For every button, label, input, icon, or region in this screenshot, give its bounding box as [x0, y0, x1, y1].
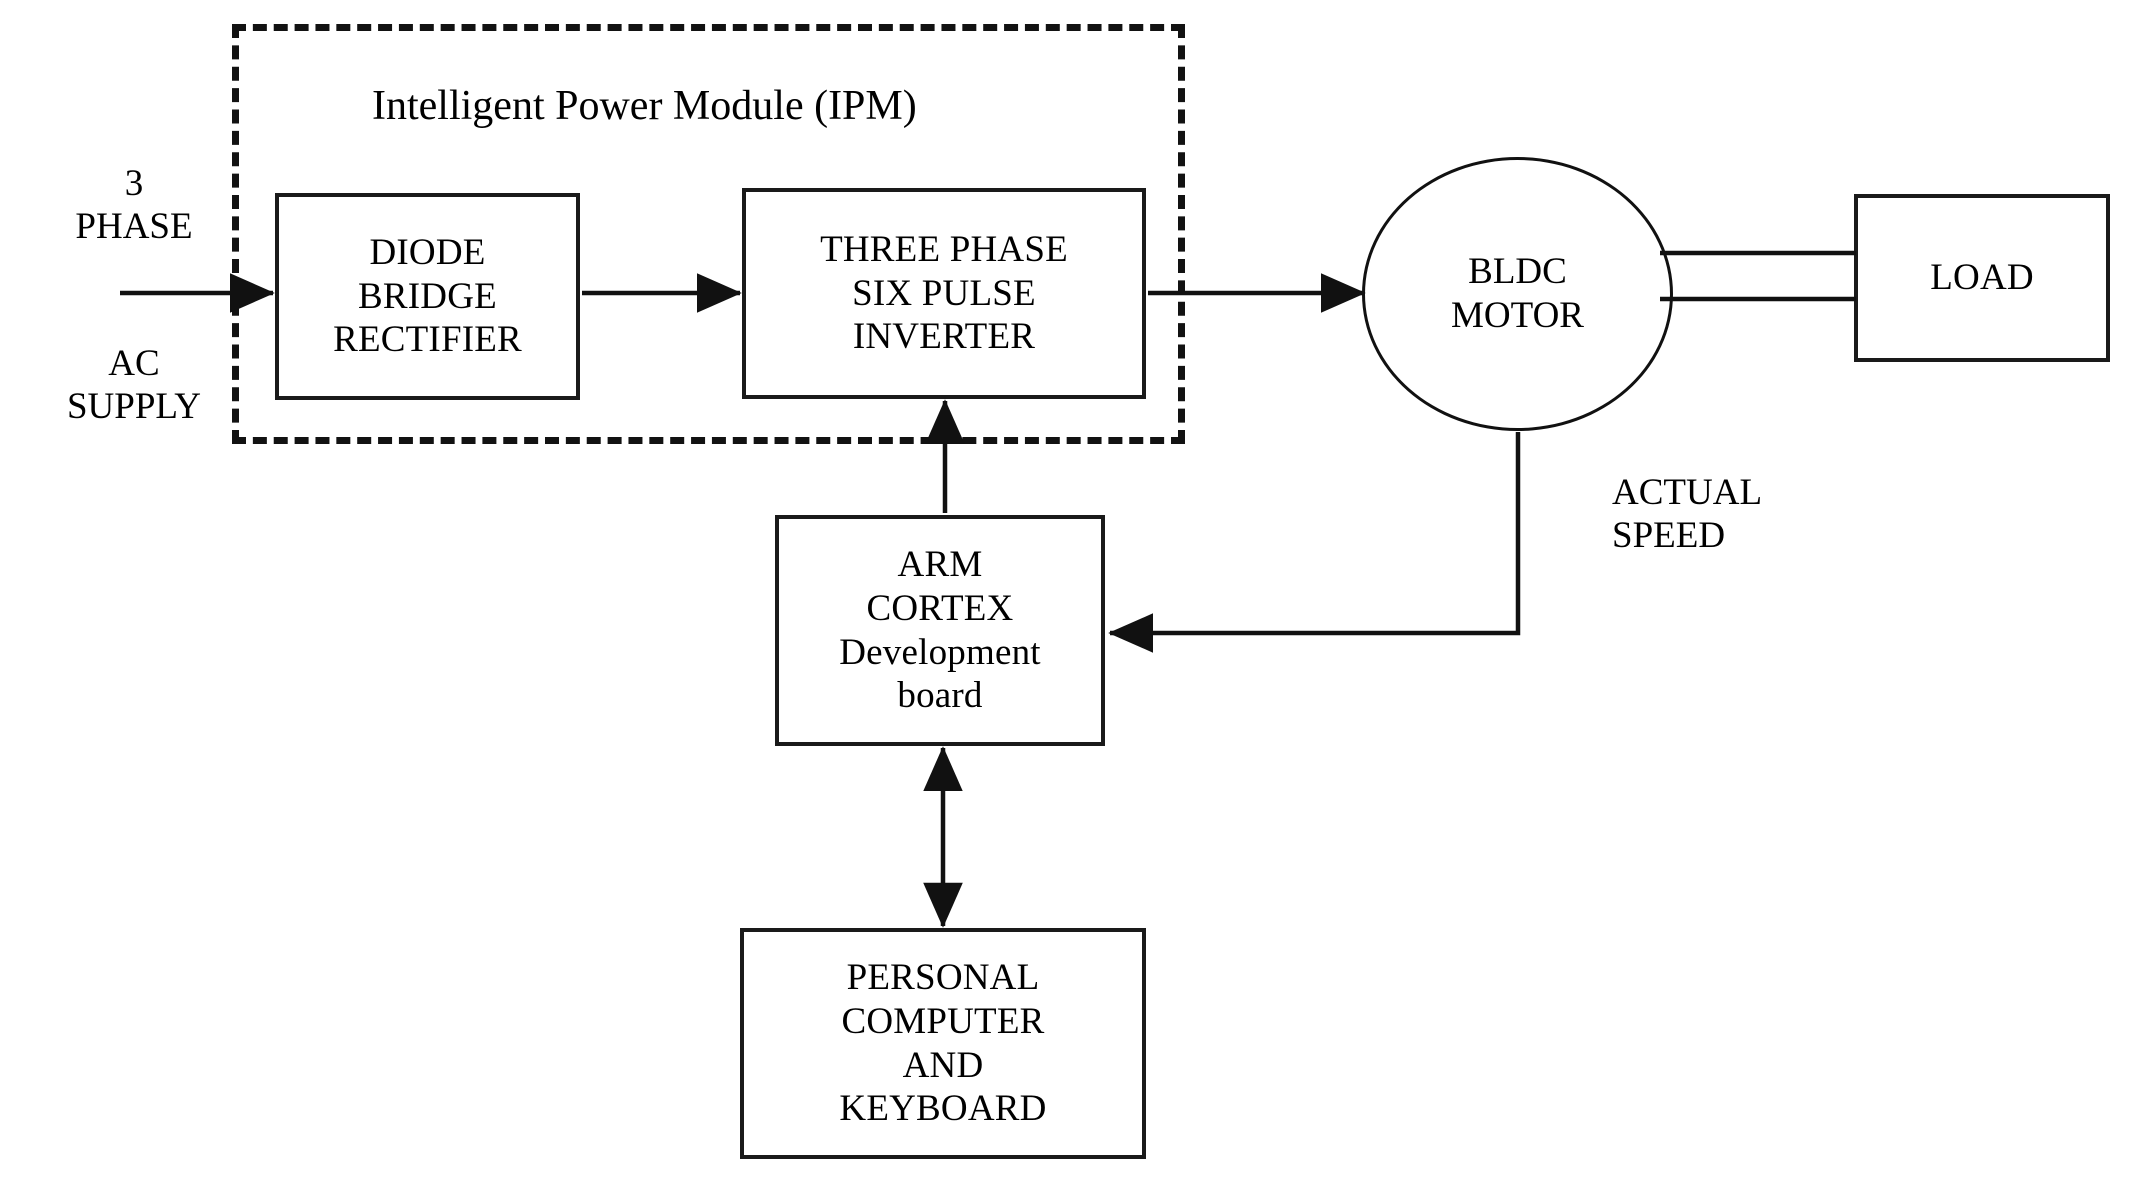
block-personal-computer-and-keyboard[interactable]: PERSONAL COMPUTER AND KEYBOARD: [740, 928, 1146, 1159]
actual-speed-label: ACTUAL SPEED: [1612, 472, 1763, 556]
block-bldc-motor[interactable]: BLDC MOTOR: [1362, 157, 1673, 431]
ipm-title-label: Intelligent Power Module (IPM): [372, 83, 917, 129]
supply-label-top: 3 PHASE: [75, 163, 193, 247]
block-three-phase-six-pulse-inverter[interactable]: THREE PHASE SIX PULSE INVERTER: [742, 188, 1146, 399]
block-load[interactable]: LOAD: [1854, 194, 2110, 362]
block-diode-bridge-rectifier[interactable]: DIODE BRIDGE RECTIFIER: [275, 193, 580, 400]
block-arm-cortex-development-board[interactable]: ARM CORTEX Development board: [775, 515, 1105, 746]
supply-label-bottom: AC SUPPLY: [66, 343, 202, 427]
ipm-boundary: [232, 24, 1185, 444]
arrow-motor-feedback-to-controller: [1108, 432, 1521, 653]
